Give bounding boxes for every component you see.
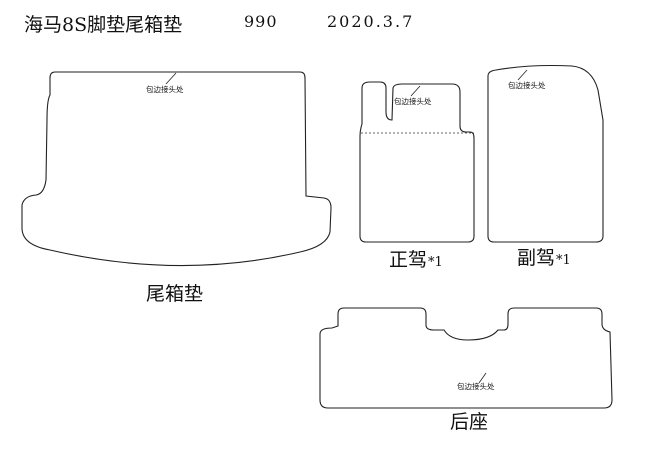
rear-mat: 包边接头处 后座	[319, 307, 613, 433]
driver-mat-label: 正驾	[389, 249, 427, 271]
driver-mat-outline	[359, 81, 475, 243]
rear-mat-label: 后座	[450, 411, 488, 433]
header: 海马8S脚垫尾箱垫 990 2020.3.7	[0, 10, 650, 40]
rear-mat-note: 包边接头处	[457, 381, 495, 391]
trunk-mat-outline	[21, 71, 332, 267]
trunk-mat: 包边接头处 尾箱垫	[21, 71, 332, 305]
rear-mat-outline	[319, 307, 613, 409]
driver-mat-quantity: *1	[428, 255, 443, 270]
drawing-code: 990	[244, 12, 278, 31]
driver-mat: 包边接头处 正驾 *1	[359, 81, 475, 271]
trunk-mat-note: 包边接头处	[146, 84, 184, 94]
passenger-mat-note: 包边接头处	[508, 80, 546, 90]
drawing-title: 海马8S脚垫尾箱垫	[24, 14, 183, 36]
driver-mat-leader	[410, 85, 421, 97]
trunk-mat-leader	[165, 72, 177, 85]
passenger-mat-leader	[517, 69, 528, 81]
driver-mat-note: 包边接头处	[394, 96, 432, 106]
drawing-date: 2020.3.7	[327, 12, 415, 31]
rear-mat-leader	[478, 372, 487, 384]
passenger-mat: 包边接头处 副驾 *1	[487, 64, 604, 269]
passenger-mat-label: 副驾	[517, 247, 555, 269]
passenger-mat-quantity: *1	[556, 253, 571, 268]
passenger-mat-outline	[487, 64, 604, 243]
trunk-mat-label: 尾箱垫	[146, 283, 203, 305]
